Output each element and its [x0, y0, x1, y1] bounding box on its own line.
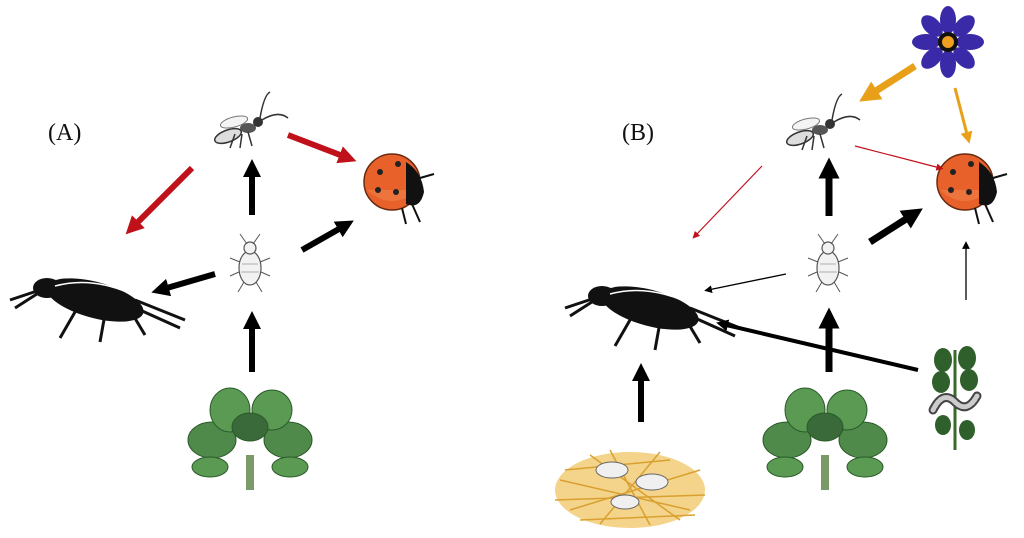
- panel-a-arrows: [125, 132, 357, 372]
- arrow-aphid-to-ladybug: [868, 208, 923, 245]
- arrow-flower-to-ladybug: [953, 87, 973, 144]
- arrow-aphid-to-beetle: [151, 271, 216, 297]
- panel-a-label: (A): [48, 120, 82, 146]
- arrow-flower-to-wasp: [859, 63, 917, 102]
- aphid-icon: [229, 233, 271, 293]
- straw-mulch-icon: [554, 449, 706, 528]
- arrow-caterpillar-to-beetle: [716, 319, 919, 372]
- parasitoid-wasp-icon: [784, 93, 861, 151]
- parasitoid-wasp-icon: [212, 91, 289, 149]
- ladybug-icon: [936, 153, 1008, 225]
- arrow-wasp-to-beetle: [125, 165, 195, 235]
- broccoli-plant-icon: [188, 388, 312, 490]
- arrow-aphid-to-ladybug: [300, 220, 354, 253]
- panel-b-label: (B): [622, 120, 654, 146]
- aphid-icon: [807, 233, 849, 293]
- arrow-wasp-to-ladybug: [286, 132, 357, 164]
- ground-beetle-icon: [8, 268, 187, 344]
- arrow-aphid-to-beetle: [704, 273, 787, 294]
- arrow-wasp-to-beetle: [692, 165, 763, 239]
- flower-icon: [912, 6, 984, 78]
- alfalfa-caterpillar-icon: [928, 346, 982, 450]
- ladybug-icon: [363, 153, 435, 225]
- panel-b-arrows: [632, 63, 973, 422]
- broccoli-plant-icon: [763, 388, 887, 490]
- arrow-wasp-to-ladybug: [854, 145, 944, 171]
